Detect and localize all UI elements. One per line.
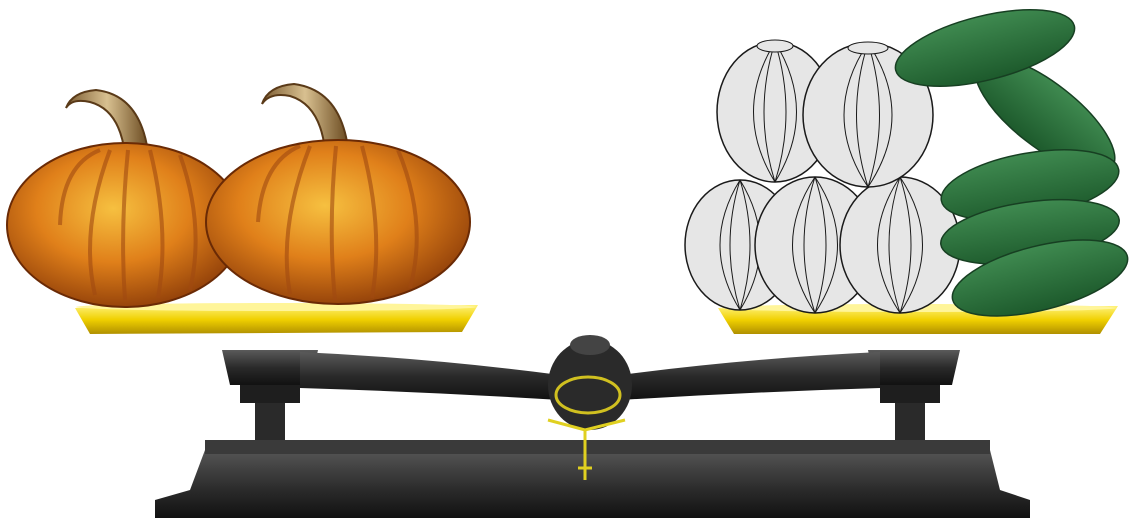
scale-base	[155, 440, 1030, 518]
pumpkin-icon	[7, 90, 243, 307]
pumpkin-icon	[206, 84, 470, 304]
scale-beam	[300, 335, 880, 430]
right-post	[868, 350, 960, 440]
